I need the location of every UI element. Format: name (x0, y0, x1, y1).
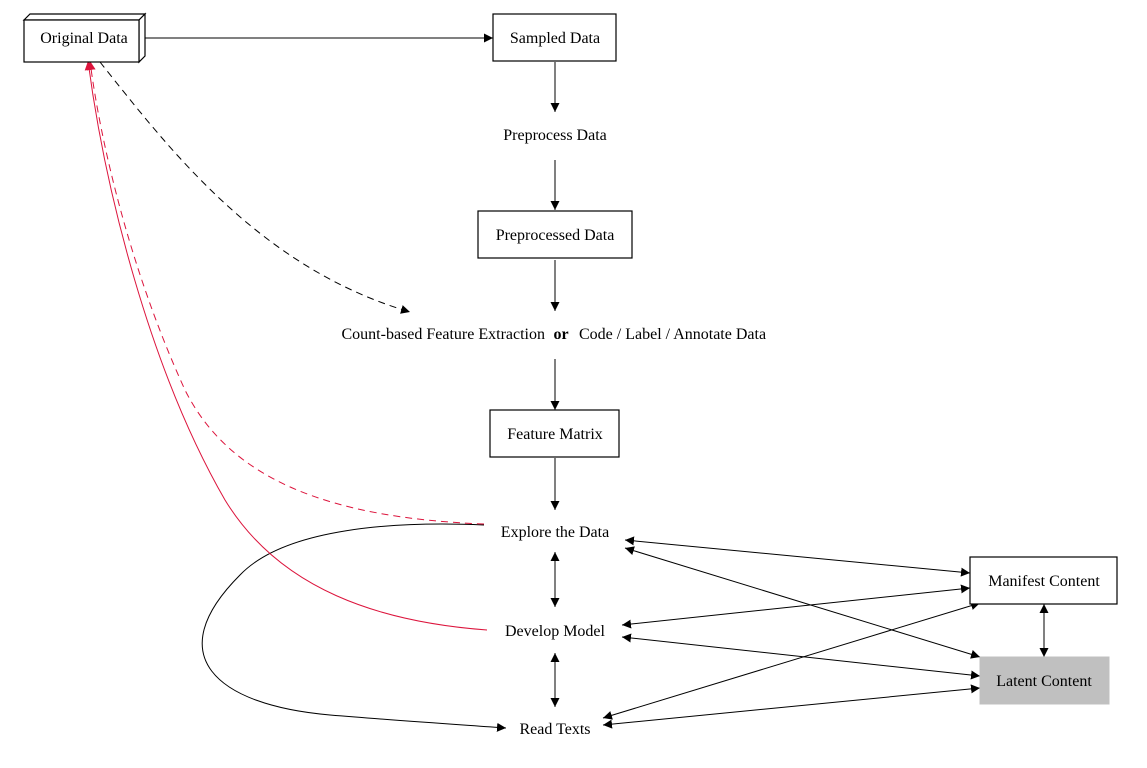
edge-develop-to-original-red (84, 60, 488, 631)
node-manifest-content: Manifest Content (969, 556, 1118, 605)
edge-read-manifest (602, 601, 981, 720)
original-data-box-3d-side (138, 12, 146, 64)
explore-data-label: Explore the Data (501, 524, 609, 541)
sampled-data-box (492, 13, 617, 62)
feature-extraction-left-label: Count-based Feature Extraction (342, 326, 546, 343)
edge-explore-latent (624, 546, 981, 659)
edge-read-latent (602, 684, 981, 729)
edge-develop-latent (621, 633, 981, 680)
feature-extraction-right-label: Code / Label / Annotate Data (579, 326, 766, 343)
feature-extraction-or-label: or (553, 326, 568, 343)
edge-explore-read-loop (201, 523, 507, 732)
node-feature-matrix: Feature Matrix (489, 409, 620, 458)
edges (84, 33, 1049, 732)
node-latent-content: Latent Content (979, 656, 1110, 705)
node-preprocessed-data: Preprocessed Data (477, 210, 633, 259)
develop-model-label: Develop Model (505, 623, 606, 640)
feature-matrix-label: Feature Matrix (507, 426, 603, 443)
node-feature-extraction: Count-based Feature Extraction or Code /… (342, 326, 767, 343)
node-original-data: Original Data (22, 12, 147, 64)
manifest-content-box (969, 556, 1118, 605)
node-sampled-data: Sampled Data (492, 13, 617, 62)
original-data-box-3d-top (22, 13, 147, 21)
edge-explore-to-original-red-dashed (86, 60, 485, 525)
feature-matrix-box (489, 409, 620, 458)
edge-original-to-extraction-dashed (99, 61, 411, 314)
read-texts-label: Read Texts (519, 721, 590, 738)
latent-content-box (979, 656, 1110, 705)
edge-explore-manifest (624, 536, 971, 577)
original-data-label: Original Data (40, 30, 128, 47)
preprocessed-data-label: Preprocessed Data (496, 227, 615, 244)
original-data-box (23, 19, 140, 63)
manifest-content-label: Manifest Content (988, 573, 1100, 590)
preprocess-data-label: Preprocess Data (503, 127, 607, 144)
edge-develop-manifest (621, 584, 971, 629)
latent-content-label: Latent Content (996, 673, 1092, 690)
preprocessed-data-box (477, 210, 633, 259)
sampled-data-label: Sampled Data (510, 30, 600, 47)
